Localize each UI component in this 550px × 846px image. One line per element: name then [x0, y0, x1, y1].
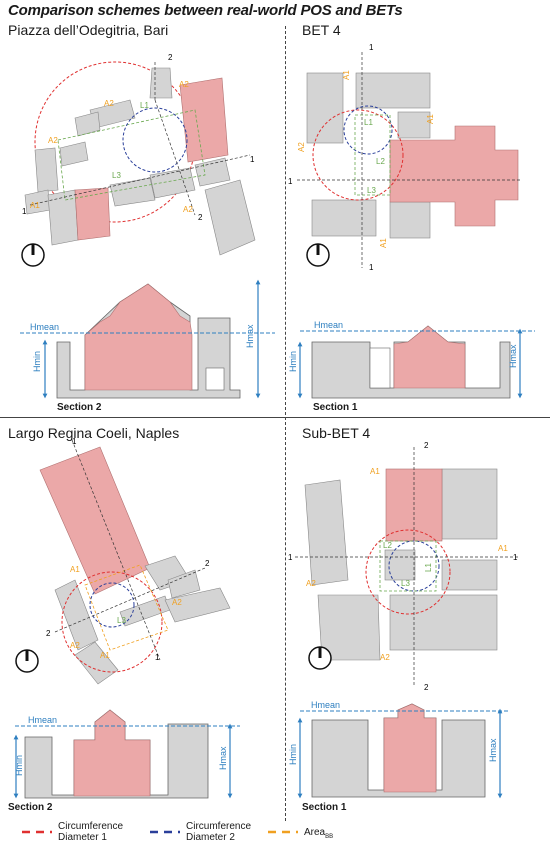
- svg-text:L2: L2: [376, 157, 385, 166]
- church-footprint: [39, 446, 151, 595]
- section-label-naples: Section 2: [8, 802, 53, 813]
- church-footprint: [179, 77, 229, 163]
- plan-naples: A1 A2 A2 A1 L3 1 2 2 1: [15, 437, 231, 685]
- svg-text:1: 1: [288, 553, 293, 562]
- svg-text:A1: A1: [370, 467, 380, 476]
- section-bari: Hmean Hmin Hmax: [20, 279, 275, 399]
- svg-text:1: 1: [513, 553, 518, 562]
- circumference-diameter-1: [61, 571, 163, 673]
- north-arrow-icon: [21, 243, 45, 267]
- circumference-diameter-2: [388, 540, 440, 592]
- section-label-bari: Section 2: [57, 402, 102, 413]
- section-label-subbet4: Section 1: [302, 802, 347, 813]
- svg-text:A2: A2: [183, 205, 193, 214]
- church-section: [393, 325, 466, 389]
- svg-text:A2: A2: [172, 598, 182, 607]
- figure-title: Comparison schemes between real-world PO…: [8, 2, 403, 19]
- plan-bet4: L1 L2 L3 A1 A1 A2 A1 1 1 1: [288, 43, 520, 272]
- circumference-diameter-2: [89, 582, 135, 628]
- svg-text:1: 1: [155, 653, 160, 662]
- church-section: [73, 709, 151, 797]
- svg-text:2: 2: [46, 629, 51, 638]
- svg-text:A1: A1: [342, 70, 351, 80]
- church-section: [84, 283, 193, 391]
- plan-bari: A2 A2 A2 A1 A2 L1 L3 2 1 1 2: [21, 53, 256, 267]
- svg-text:A2: A2: [306, 579, 316, 588]
- svg-text:2: 2: [168, 53, 173, 62]
- section-naples: Hmean Hmin Hmax: [13, 709, 240, 799]
- svg-text:Hmax: Hmax: [218, 746, 228, 770]
- quadrant-label-bari: Piazza dell’Odegitria, Bari: [8, 22, 169, 38]
- svg-text:A1: A1: [498, 544, 508, 553]
- svg-text:Hmin: Hmin: [32, 351, 42, 372]
- svg-text:A2: A2: [70, 641, 80, 650]
- svg-text:L3: L3: [112, 171, 121, 180]
- svg-text:Hmean: Hmean: [314, 320, 343, 330]
- circumference-diameter-1: [365, 529, 451, 615]
- svg-text:L1: L1: [140, 101, 149, 110]
- svg-text:Hmax: Hmax: [488, 738, 498, 762]
- svg-text:A2: A2: [104, 99, 114, 108]
- svg-text:A2: A2: [380, 653, 390, 662]
- svg-text:A2: A2: [297, 142, 306, 152]
- quadrant-label-subbet4: Sub-BET 4: [302, 425, 371, 441]
- svg-text:L1: L1: [364, 118, 373, 127]
- north-arrow-icon: [306, 243, 330, 267]
- svg-text:L3: L3: [117, 616, 126, 625]
- svg-text:A1: A1: [100, 651, 110, 660]
- section-bet4: Hmean Hmin Hmax: [288, 320, 535, 399]
- svg-text:Hmax: Hmax: [245, 324, 255, 348]
- svg-text:A1: A1: [30, 201, 40, 210]
- plan-subbet4: A1 A1 A2 A2 L2 L1 L3 2 1 1 2: [288, 441, 520, 692]
- circumference-diameter-2: [343, 105, 393, 155]
- svg-text:Hmean: Hmean: [311, 700, 340, 710]
- legend-circumference-2: Circumference Diameter 2: [186, 821, 252, 843]
- svg-text:2: 2: [198, 213, 203, 222]
- svg-text:A2: A2: [48, 136, 58, 145]
- north-arrow-icon: [15, 649, 39, 673]
- svg-text:A2: A2: [179, 80, 189, 89]
- svg-text:A1: A1: [379, 238, 388, 248]
- section-label-bet4: Section 1: [313, 402, 358, 413]
- svg-text:1: 1: [22, 207, 27, 216]
- svg-text:L1: L1: [424, 563, 433, 572]
- svg-text:Hmean: Hmean: [30, 322, 59, 332]
- svg-text:1: 1: [369, 263, 374, 272]
- svg-text:Hmean: Hmean: [28, 715, 57, 725]
- church-section: [383, 703, 437, 793]
- quadrant-label-bet4: BET 4: [302, 22, 341, 38]
- svg-text:A1: A1: [426, 114, 435, 124]
- svg-text:A1: A1: [70, 565, 80, 574]
- church-footprint: [389, 125, 519, 227]
- section-subbet4: Hmean Hmin Hmax: [288, 700, 510, 799]
- svg-text:Hmin: Hmin: [288, 351, 298, 372]
- vertical-divider: [285, 26, 286, 821]
- svg-text:Hmin: Hmin: [288, 744, 298, 765]
- svg-text:L2: L2: [383, 541, 392, 550]
- svg-text:1: 1: [250, 155, 255, 164]
- svg-text:L3: L3: [401, 579, 410, 588]
- circumference-diameter-2: [122, 107, 188, 173]
- svg-text:1: 1: [369, 43, 374, 52]
- quadrant-label-naples: Largo Regina Coeli, Naples: [8, 425, 180, 441]
- circumference-diameter-1: [312, 109, 404, 201]
- horizontal-divider: [0, 417, 550, 418]
- svg-text:Hmin: Hmin: [14, 755, 24, 776]
- svg-text:1: 1: [72, 437, 77, 446]
- svg-text:1: 1: [288, 177, 293, 186]
- svg-text:2: 2: [205, 559, 210, 568]
- svg-text:2: 2: [424, 441, 429, 450]
- svg-text:2: 2: [424, 683, 429, 692]
- legend-area: AreaBB: [304, 827, 334, 840]
- svg-text:Hmax: Hmax: [508, 344, 518, 368]
- svg-text:L3: L3: [367, 186, 376, 195]
- north-arrow-icon: [308, 646, 332, 670]
- legend-circumference-1: Circumference Diameter 1: [58, 821, 124, 843]
